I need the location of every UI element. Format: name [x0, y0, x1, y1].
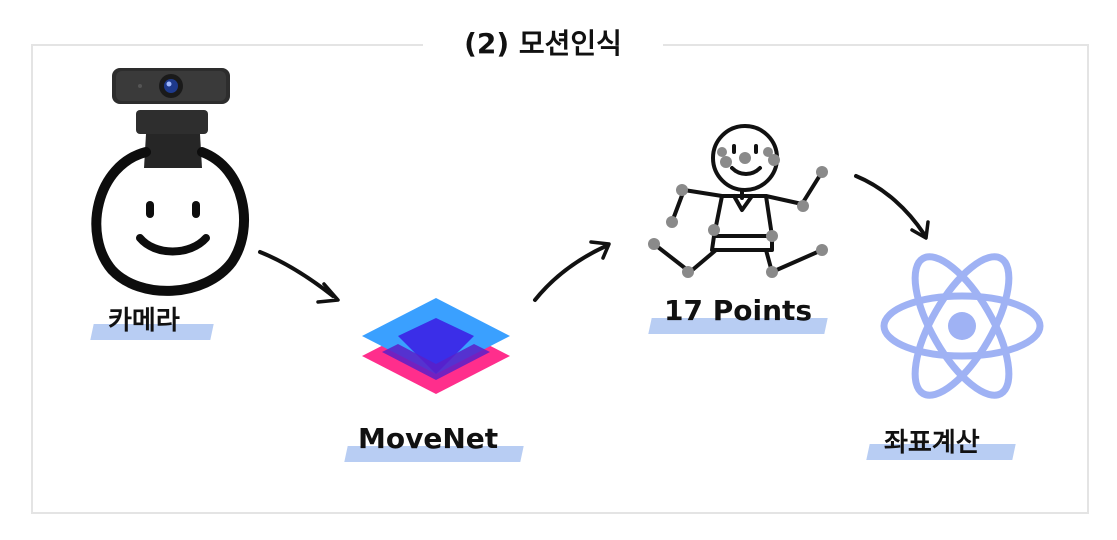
stick-figure-keypoints-icon	[648, 124, 828, 278]
arrow-movenet-to-points	[533, 240, 611, 302]
webcam-icon	[112, 68, 230, 168]
step-label-movenet: MoveNet	[358, 422, 499, 455]
step-label-points: 17 Points	[664, 294, 813, 327]
movenet-logo	[362, 298, 510, 394]
diagram-title: (2) 모션인식	[423, 18, 663, 70]
arrow-points-to-coords	[854, 174, 930, 240]
arrow-camera-to-movenet	[258, 250, 340, 304]
step-label-coords: 좌표계산	[884, 428, 980, 458]
camera-icon	[91, 68, 249, 296]
smiley-face-icon	[91, 147, 249, 296]
react-atom-icon	[880, 253, 1044, 399]
step-label-camera: 카메라	[108, 306, 180, 336]
